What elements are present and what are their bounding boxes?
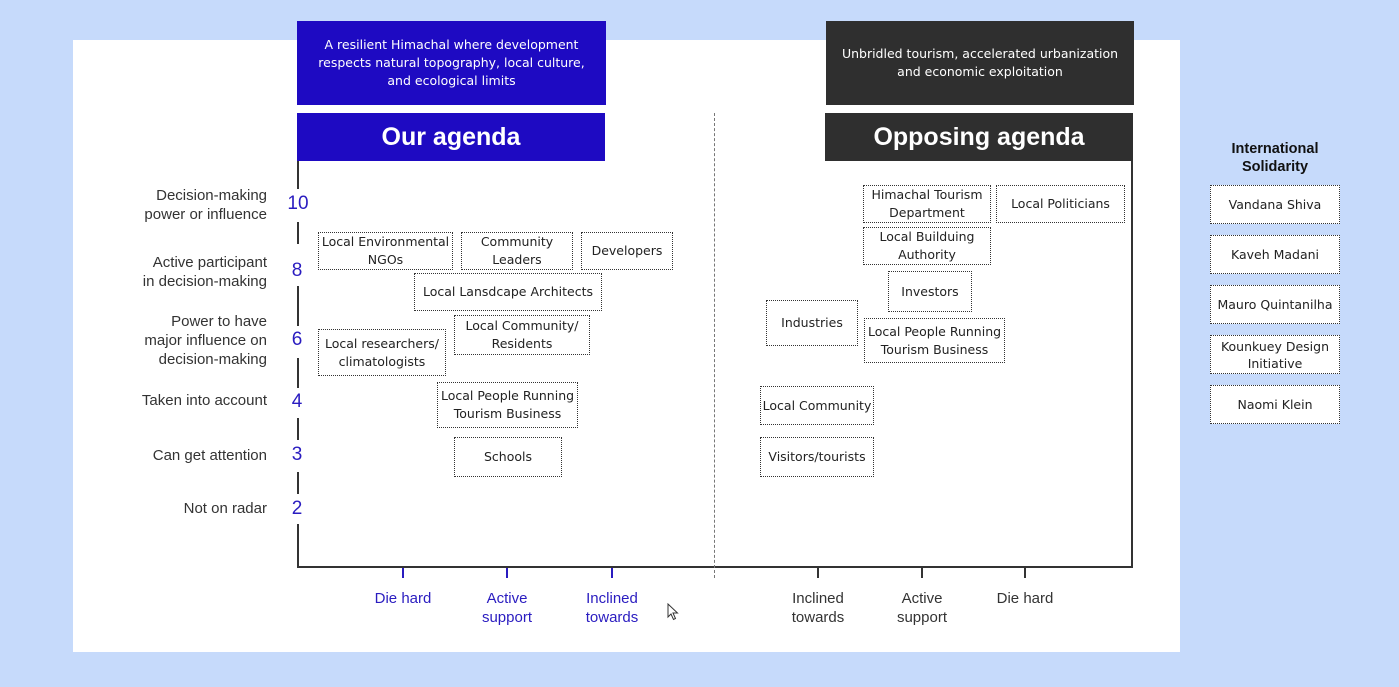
x-tick (1024, 568, 1026, 578)
solidarity-member[interactable]: Mauro Quintanilha (1210, 285, 1340, 324)
solidarity-member[interactable]: Vandana Shiva (1210, 185, 1340, 224)
stakeholder-local-community-residents[interactable]: Local Community/Residents (454, 315, 590, 355)
y-label-3: Can get attention (152, 447, 267, 464)
y-axis-segment (297, 472, 299, 494)
y-axis-segment (297, 222, 299, 244)
y-number-6: 6 (291, 329, 303, 350)
our-vision-banner: A resilient Himachal where development r… (297, 21, 606, 105)
y-number-3: 3 (291, 444, 303, 465)
stakeholder-developers[interactable]: Developers (581, 232, 673, 270)
solidarity-member[interactable]: Kaveh Madani (1210, 235, 1340, 274)
stakeholder-local-landscape-architects[interactable]: Local Lansdcape Architects (414, 273, 602, 311)
y-axis-segment (297, 524, 299, 568)
x-label-opp-die-hard: Die hard (996, 590, 1054, 607)
stakeholder-industries[interactable]: Industries (766, 300, 858, 346)
stakeholder-investors[interactable]: Investors (888, 271, 972, 312)
x-label-our-die-hard: Die hard (374, 590, 432, 607)
x-tick (817, 568, 819, 578)
stakeholder-visitors-tourists[interactable]: Visitors/tourists (760, 437, 874, 477)
y-label-4: Taken into account (141, 392, 267, 409)
solidarity-member[interactable]: Naomi Klein (1210, 385, 1340, 424)
stakeholder-schools[interactable]: Schools (454, 437, 562, 477)
stakeholder-local-community[interactable]: Local Community (760, 386, 874, 425)
agenda-divider (714, 113, 715, 578)
stakeholder-local-researchers[interactable]: Local researchers/climatologists (318, 329, 446, 376)
y-axis-segment (297, 161, 299, 189)
y-label-2: Not on radar (183, 500, 267, 517)
x-tick (921, 568, 923, 578)
stakeholder-local-politicians[interactable]: Local Politicians (996, 185, 1125, 223)
y-number-2: 2 (291, 498, 303, 519)
x-tick (402, 568, 404, 578)
opposing-vision-banner: Unbridled tourism, accelerated urbanizat… (826, 21, 1134, 105)
y-axis-segment (297, 358, 299, 388)
our-agenda-header: Our agenda (297, 113, 605, 161)
x-tick (506, 568, 508, 578)
opposing-agenda-header: Opposing agenda (825, 113, 1133, 161)
x-axis (297, 566, 1133, 568)
y-axis-segment (297, 418, 299, 440)
y-axis-segment (297, 286, 299, 326)
x-tick (611, 568, 613, 578)
y-number-10: 10 (287, 193, 309, 214)
mouse-pointer-icon (667, 603, 679, 621)
right-border (1131, 161, 1133, 568)
y-number-4: 4 (291, 391, 303, 412)
y-number-8: 8 (291, 260, 303, 281)
